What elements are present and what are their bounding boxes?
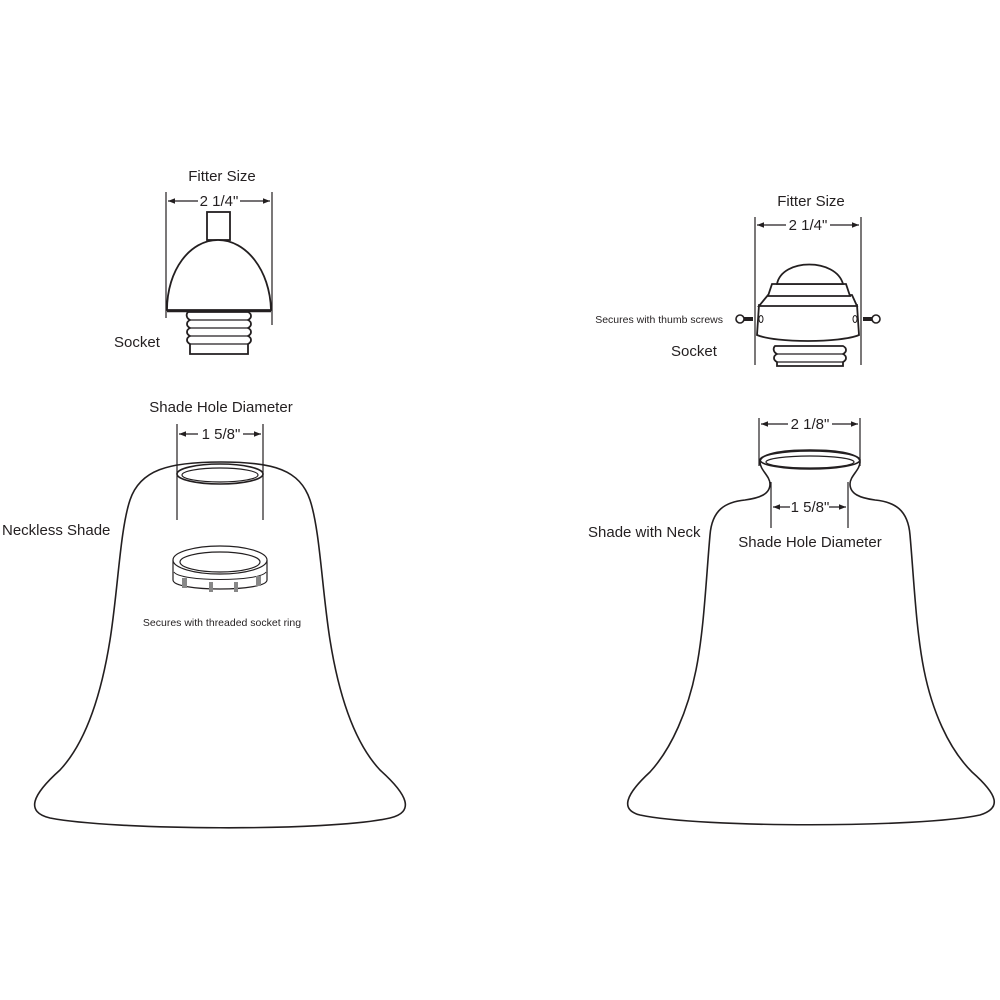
neckless-shade-label: Neckless Shade — [2, 522, 110, 539]
threaded-ring-note: Secures with threaded socket ring — [143, 617, 301, 629]
thumb-screw-left-icon — [735, 314, 753, 324]
left-shade-opening-inner — [181, 467, 259, 483]
left-socket-label: Socket — [114, 334, 161, 351]
right-fitter-size-label: Fitter Size — [777, 193, 845, 210]
thumb-screw-right-icon — [863, 314, 881, 324]
right-socket-icon — [756, 263, 860, 367]
shade-with-neck-diagram: Fitter Size 2 1/4" Secures with thumb sc… — [588, 193, 996, 826]
threaded-socket-ring-icon — [172, 545, 268, 592]
neckless-shade-outline — [33, 461, 407, 829]
left-shade-opening-outer — [176, 463, 264, 485]
shade-with-neck-outline — [626, 449, 996, 826]
neck-opening-inner — [765, 455, 855, 469]
left-hole-dimension: 1 5/8" — [202, 426, 241, 443]
left-fitter-dimension: 2 1/4" — [200, 193, 239, 210]
right-shade-hole-label: Shade Hole Diameter — [738, 534, 881, 551]
right-socket-label: Socket — [671, 343, 718, 360]
right-fitter-dimension: 2 1/4" — [789, 217, 828, 234]
left-shade-hole-label: Shade Hole Diameter — [149, 399, 292, 416]
neck-dimension: 2 1/8" — [791, 416, 830, 433]
thumb-screws-note: Secures with thumb screws — [595, 314, 723, 326]
left-socket-icon — [166, 211, 272, 355]
left-fitter-size-label: Fitter Size — [188, 168, 256, 185]
neck-opening-outer — [759, 450, 861, 470]
right-hole-dimension: 1 5/8" — [791, 499, 830, 516]
neckless-shade-diagram: Fitter Size 2 1/4" Socket Shade Hole Dia… — [2, 168, 407, 829]
shade-with-neck-label: Shade with Neck — [588, 524, 701, 541]
